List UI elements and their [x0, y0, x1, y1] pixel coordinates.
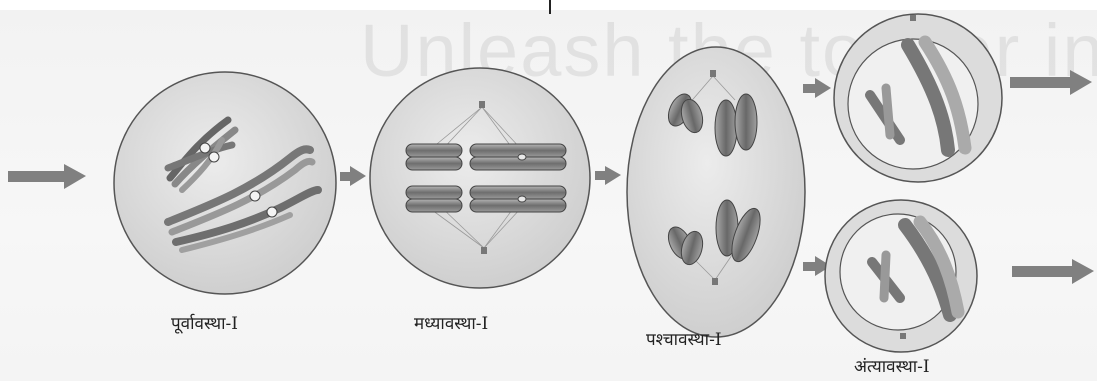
cell-prophase-1 — [114, 72, 336, 294]
label-metaphase-1: मध्यावस्था-I — [414, 311, 488, 334]
label-prophase-1: पूर्वावस्था-I — [171, 311, 238, 334]
arrow-1-2 — [340, 166, 366, 186]
cell-anaphase-1 — [627, 47, 805, 337]
cell-telophase-1-top — [834, 14, 1002, 182]
centrosome-bottom — [712, 278, 718, 285]
cell-metaphase-1 — [370, 68, 590, 288]
arrow-exit-bottom — [1012, 259, 1094, 284]
label-telophase-1: अंत्यावस्था-I — [854, 354, 930, 377]
cell-telophase-1-bottom — [825, 200, 977, 352]
centrosome — [910, 15, 916, 21]
label-anaphase-1: पश्चावस्था-I — [646, 327, 722, 350]
arrow-2-3 — [595, 166, 621, 185]
centrosome-top — [710, 70, 716, 77]
centrosome-bottom — [481, 247, 487, 254]
arrow-exit-top — [1010, 70, 1092, 95]
centrosome-top — [479, 101, 485, 108]
centrosome — [900, 333, 906, 339]
arrow-entry — [8, 164, 86, 189]
arrow-3-4-top — [803, 78, 831, 98]
